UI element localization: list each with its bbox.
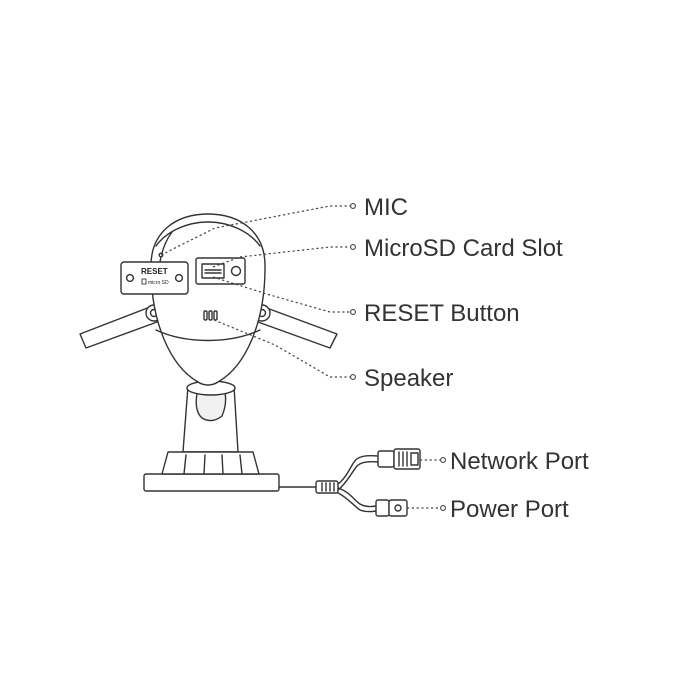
right-antenna [253, 304, 338, 349]
callout-microsd-card-slot: MicroSD Card Slot [364, 235, 563, 262]
callout-speaker: Speaker [364, 365, 453, 392]
power-port-connector [375, 499, 408, 517]
microsd-slot [195, 257, 246, 285]
callout-mic: MIC [364, 194, 408, 221]
cable-assembly [278, 454, 379, 513]
reset-sticker: RESET micro SD [120, 261, 189, 295]
callout-power-port: Power Port [450, 496, 569, 523]
mount-arm [182, 380, 239, 453]
sticker-card-text: micro SD [148, 280, 169, 286]
camera-body [150, 213, 266, 386]
sticker-reset-text: RESET [141, 267, 168, 276]
callout-reset-button: RESET Button [364, 300, 520, 327]
leader-lines [160, 203, 446, 511]
callout-network-port: Network Port [450, 448, 589, 475]
left-antenna [79, 304, 163, 349]
speaker-grille [203, 310, 218, 321]
base-mount [143, 451, 280, 492]
reset-button [230, 265, 242, 277]
camera-illustration: RESET micro SD [79, 213, 421, 517]
network-port-connector [377, 448, 421, 470]
callout-labels: MIC MicroSD Card Slot RESET Button Speak… [364, 194, 589, 523]
